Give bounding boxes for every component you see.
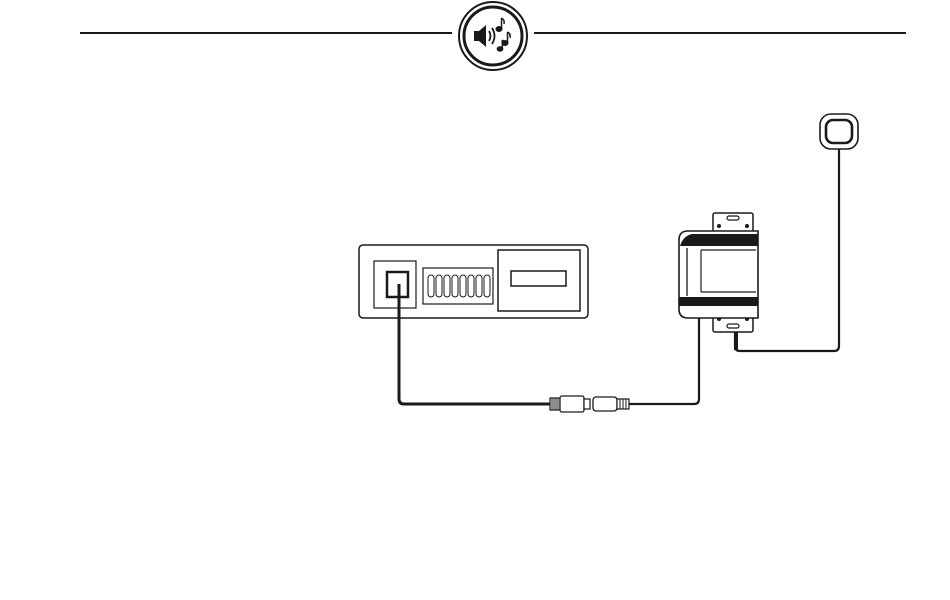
head-unit <box>359 245 588 318</box>
speaker-music-notes-icon <box>459 2 527 70</box>
connector-body-left <box>560 396 584 412</box>
connector-body-right <box>593 397 617 411</box>
antenna-inner <box>826 120 852 143</box>
interface-module <box>679 213 758 332</box>
head-unit-display <box>511 271 566 286</box>
inline-connector <box>550 396 629 412</box>
gps-puck-antenna <box>820 114 858 149</box>
